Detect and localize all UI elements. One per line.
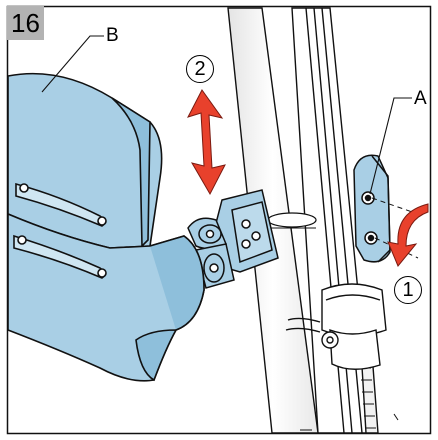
step-marker-1: 1 bbox=[394, 276, 422, 304]
step-marker-2: 2 bbox=[186, 55, 214, 83]
hinge-bracket bbox=[187, 189, 279, 289]
step-number-badge: 16 bbox=[7, 6, 44, 40]
step-number: 16 bbox=[11, 8, 40, 38]
screw-guide-lines bbox=[371, 197, 419, 259]
step-marker-2-label: 2 bbox=[194, 58, 206, 80]
leader-lines bbox=[41, 35, 412, 195]
upright-tube bbox=[227, 7, 319, 434]
tube-clamp bbox=[285, 283, 387, 370]
step-marker-1-label: 1 bbox=[402, 279, 414, 301]
label-b: B bbox=[106, 25, 119, 46]
curved-arrow-icon bbox=[387, 203, 429, 267]
label-a: A bbox=[414, 88, 427, 109]
backrest-b bbox=[7, 72, 205, 382]
double-vertical-arrow-icon bbox=[187, 89, 226, 196]
side-plate-a bbox=[353, 154, 391, 263]
floor-marks bbox=[300, 413, 399, 431]
